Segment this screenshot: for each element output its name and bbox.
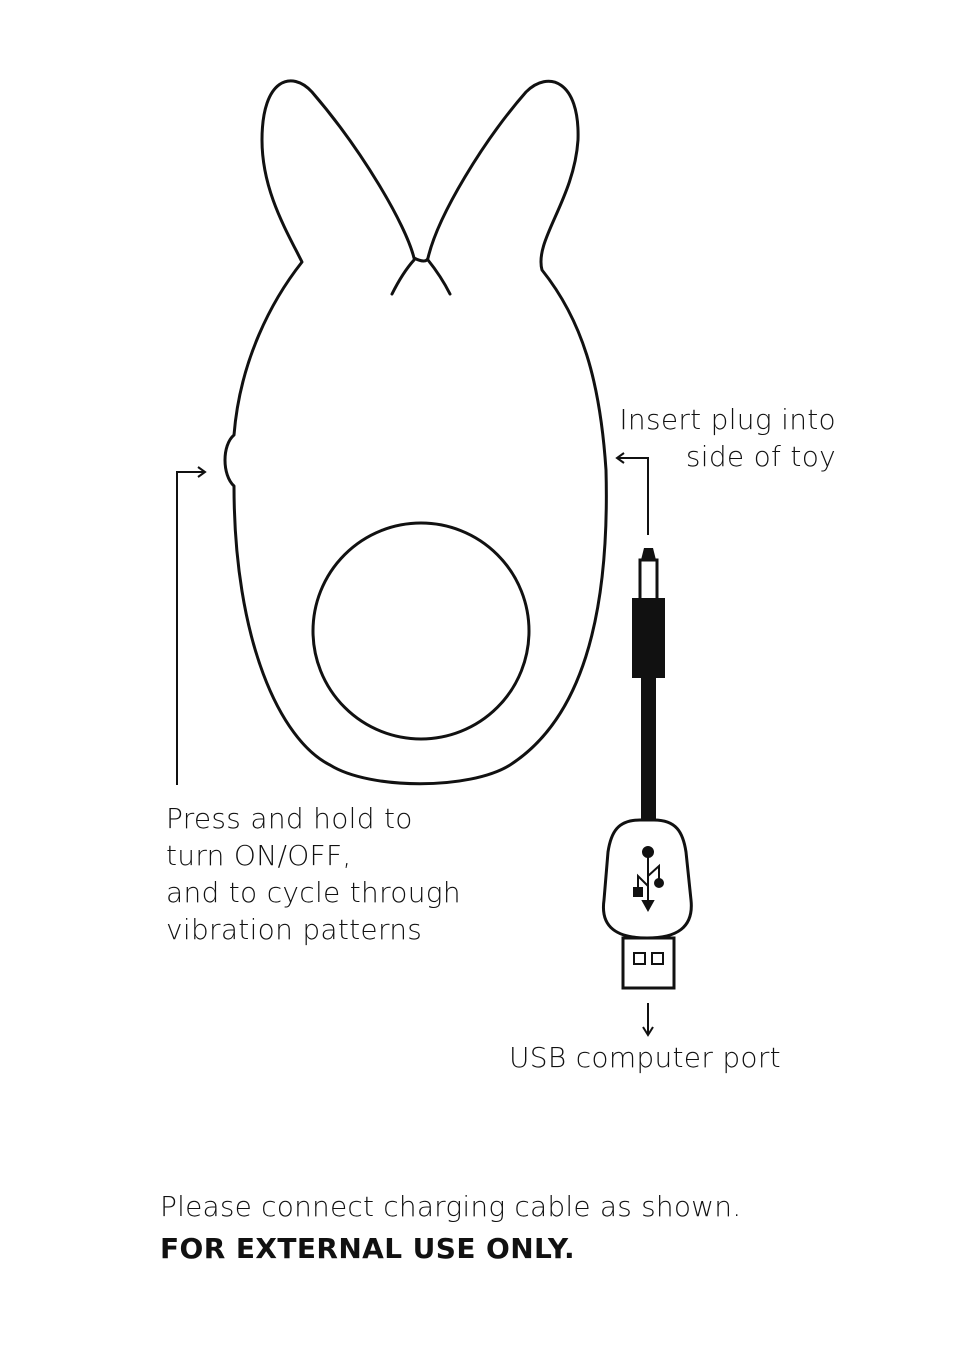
insert-plug-line-2: side of toy	[685, 440, 836, 473]
ear-center-fold-right	[426, 258, 452, 296]
charging-cable	[641, 676, 656, 822]
usb-pin-right	[651, 952, 664, 965]
usb-symbol-icon	[633, 846, 664, 913]
usb-connector	[601, 818, 693, 990]
toy-body-outline	[223, 79, 608, 786]
usb-pin-left	[633, 952, 646, 965]
charging-instruction: Please connect charging cable as shown.	[160, 1190, 742, 1223]
plug-pointer	[615, 452, 649, 535]
plug-housing	[632, 598, 665, 678]
external-use-warning: FOR EXTERNAL USE ONLY.	[160, 1232, 576, 1265]
plug-neck	[638, 558, 659, 602]
bunny-toy-outline	[223, 79, 608, 786]
button-instruction-line-3: and to cycle through	[166, 876, 461, 909]
insert-plug-line-1: Insert plug into	[619, 403, 836, 436]
ear-center-fold-left	[390, 258, 416, 296]
toy-center-hole	[311, 521, 531, 741]
insert-plug-label: Insert plug into side of toy	[619, 401, 836, 475]
button-instruction-line-4: vibration patterns	[166, 913, 423, 946]
plug-tip	[641, 548, 656, 560]
usb-metal-tip	[621, 936, 676, 990]
button-pointer	[176, 466, 207, 785]
button-instruction-line-2: turn ON/OFF,	[166, 839, 352, 872]
usb-port-pointer	[642, 1003, 654, 1037]
footer: Please connect charging cable as shown. …	[160, 1187, 741, 1269]
button-instruction-label: Press and hold to turn ON/OFF, and to cy…	[166, 800, 461, 948]
charging-plug	[632, 548, 665, 822]
usb-port-label: USB computer port	[509, 1041, 781, 1074]
button-instruction-line-1: Press and hold to	[166, 802, 413, 835]
